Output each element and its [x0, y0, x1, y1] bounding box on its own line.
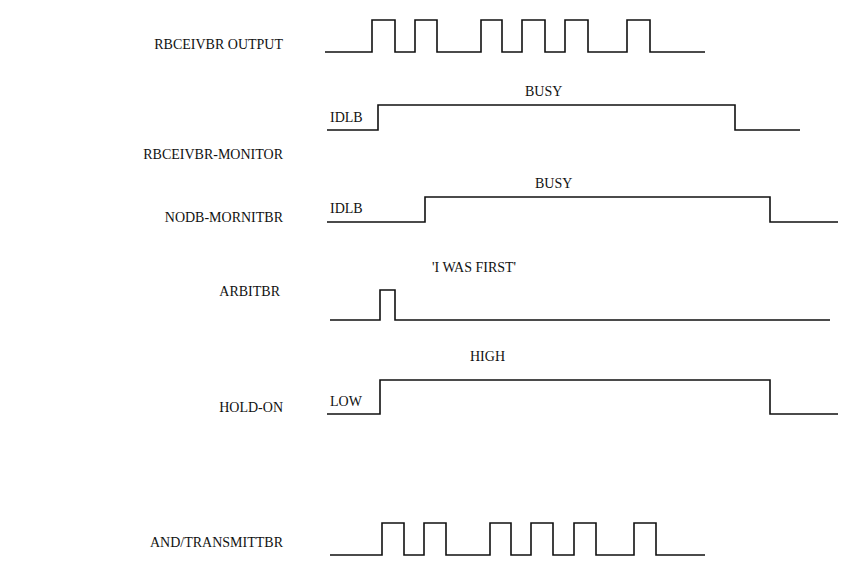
receiver-monitor-wave: [327, 105, 800, 130]
state-label: IDLB: [330, 110, 363, 126]
signal-name: NODB-MORNITBR: [165, 210, 283, 226]
state-label: HIGH: [470, 349, 505, 365]
node-monitor-wave: [327, 197, 838, 222]
state-label: BUSY: [535, 176, 572, 192]
state-label: 'I WAS FIRST': [432, 260, 516, 276]
state-label: BUSY: [525, 84, 562, 100]
receiver-output-wave: [325, 20, 705, 52]
signal-name: RBCEIVBR-MONITOR: [143, 147, 283, 163]
hold-on-wave: [327, 380, 838, 414]
signal-name: RBCEIVBR OUTPUT: [154, 37, 283, 53]
arbiter-wave: [330, 290, 830, 320]
transmitter-wave: [330, 523, 705, 555]
signal-name: HOLD-ON: [219, 400, 283, 416]
state-label: IDLB: [330, 201, 363, 217]
state-label: LOW: [330, 394, 362, 410]
signal-name: AND/TRANSMITTBR: [150, 535, 283, 551]
signal-name: ARBITBR: [219, 284, 280, 300]
